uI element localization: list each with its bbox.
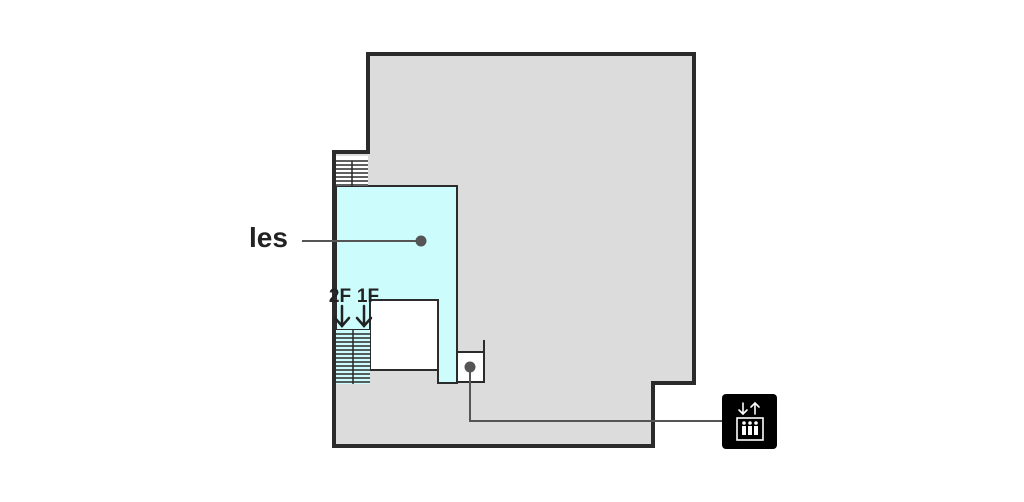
area-marker[interactable] — [415, 235, 427, 247]
down-arrow-icon — [355, 304, 373, 328]
stair-label-2f: 2F — [329, 286, 351, 307]
stairwell-void — [369, 299, 439, 371]
stair-label-1f: 1F — [357, 286, 379, 307]
area-label[interactable]: les — [249, 222, 288, 253]
down-arrow-icon — [333, 304, 351, 328]
elevator-leader-line — [469, 367, 724, 422]
elevator-icon[interactable] — [722, 394, 777, 449]
lower-stairs — [336, 330, 370, 384]
upper-stairs — [336, 156, 368, 186]
